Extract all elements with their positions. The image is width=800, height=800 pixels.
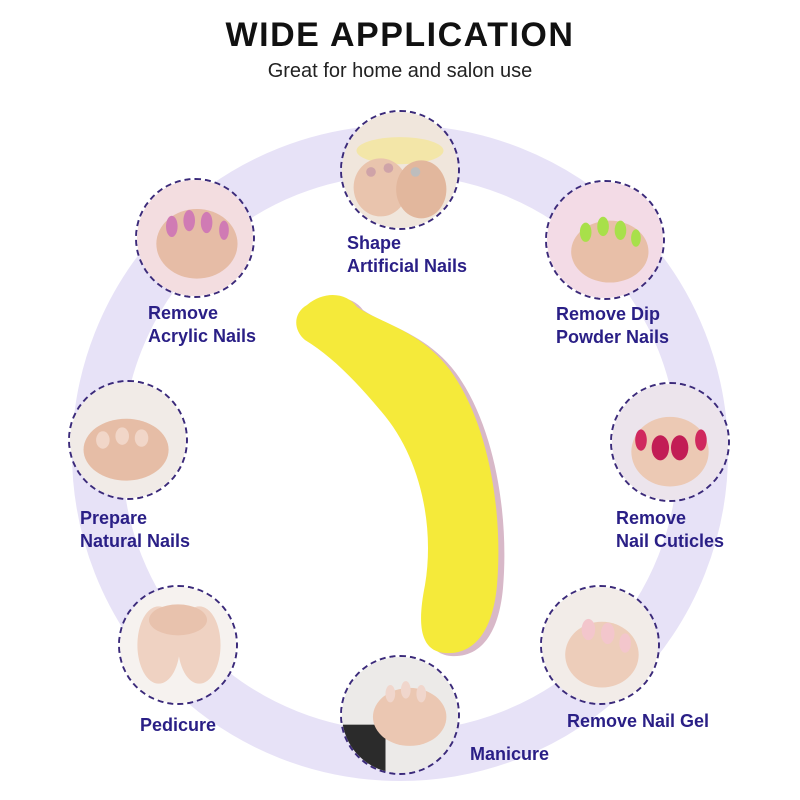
label-remove-acrylic-nails: Remove Acrylic Nails <box>148 303 257 346</box>
label-remove-dip-powder-nails: Remove Dip Powder Nails <box>556 304 670 347</box>
photo-pedicure <box>118 585 238 705</box>
photo-remove-acrylic-nails <box>135 178 255 298</box>
banana-nail-file-icon <box>285 285 515 665</box>
label-remove-nail-gel: Remove Nail Gel <box>567 711 710 731</box>
label-manicure: Manicure <box>470 744 550 764</box>
label-prepare-natural-nails: Prepare Natural Nails <box>80 508 191 551</box>
photo-remove-nail-cuticles <box>610 382 730 502</box>
label-remove-nail-cuticles: Remove Nail Cuticles <box>616 508 725 551</box>
page-title: WIDE APPLICATION <box>225 16 575 54</box>
photo-shape-artificial-nails <box>340 110 460 230</box>
photo-prepare-natural-nails <box>68 380 188 500</box>
photo-remove-nail-gel <box>540 585 660 705</box>
photo-manicure <box>340 655 460 775</box>
photo-remove-dip-powder-nails <box>545 180 665 300</box>
page-subtitle: Great for home and salon use <box>267 60 533 82</box>
label-pedicure: Pedicure <box>140 715 217 735</box>
label-shape-artificial-nails: Shape Artificial Nails <box>347 233 468 276</box>
